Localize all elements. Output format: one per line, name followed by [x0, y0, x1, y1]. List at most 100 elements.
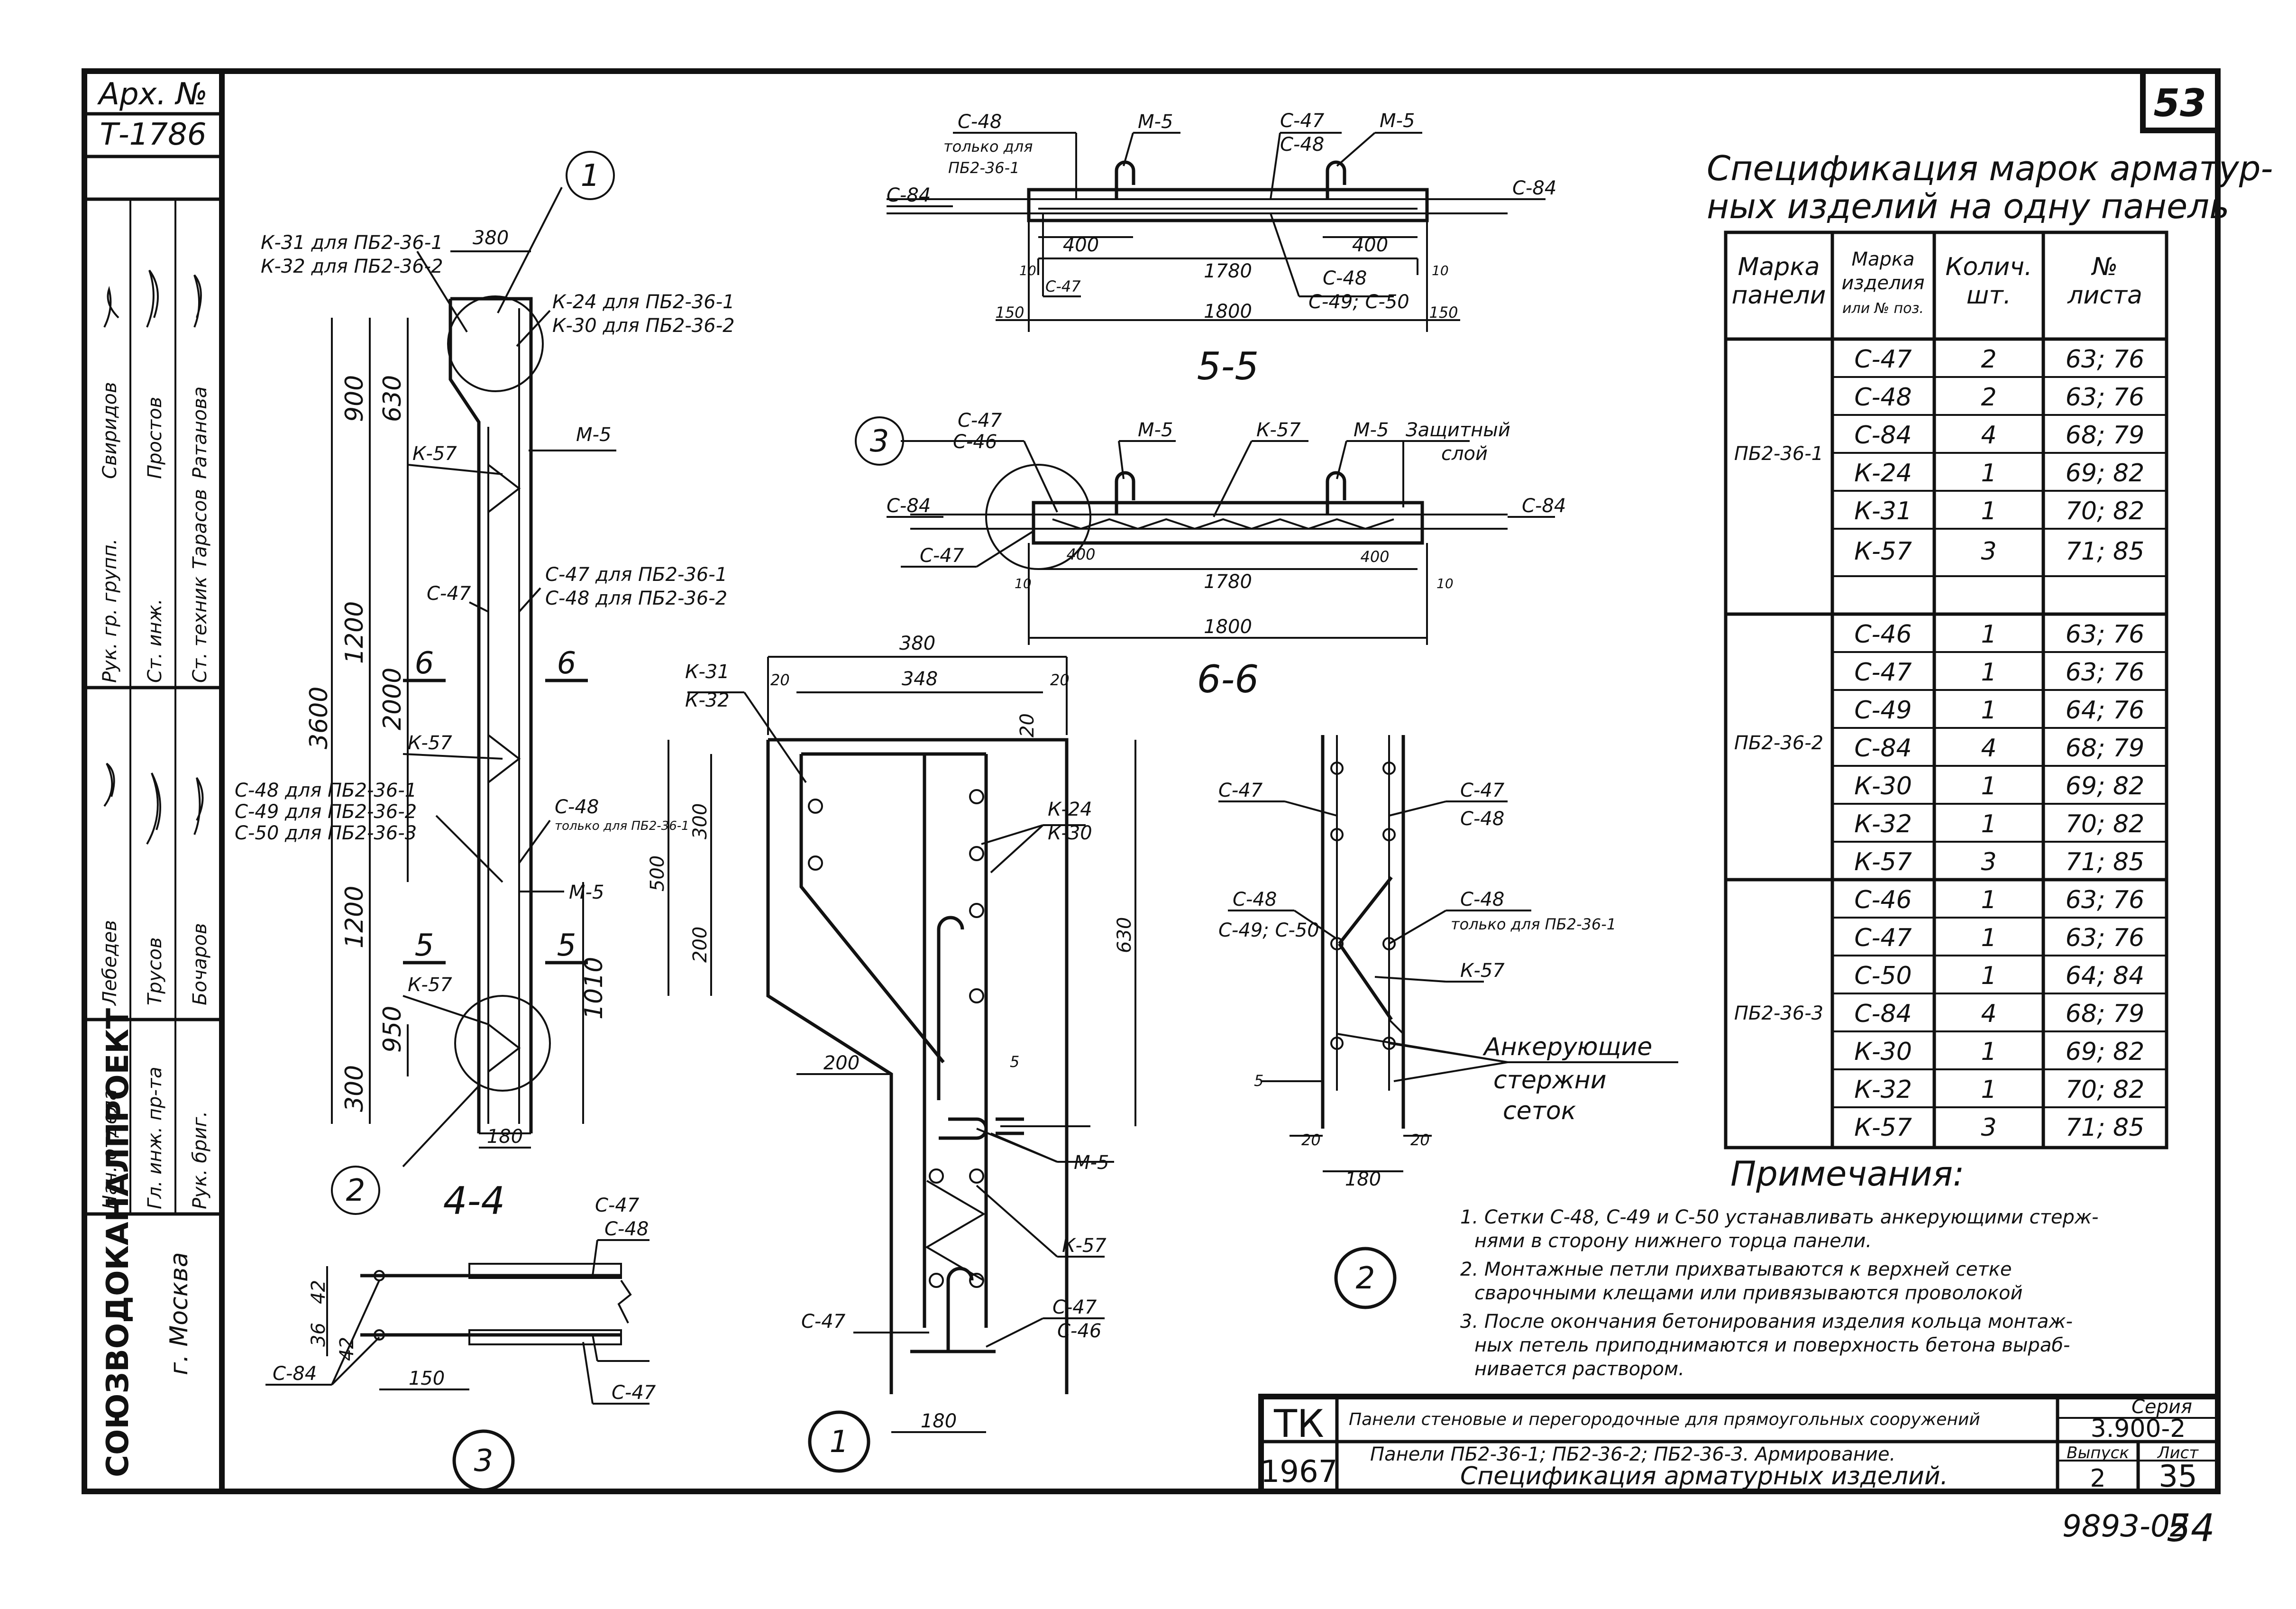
notes-heading: Примечания: [1730, 1154, 1964, 1194]
d2-note-anchor3: сеток [1503, 1097, 1576, 1125]
sheet-value: 35 [2159, 1459, 2197, 1494]
d2-note-c48-only: С-48 [1460, 889, 1504, 910]
spec-panel-1: ПБ2-36-1 [1734, 443, 1823, 465]
org-city: г. Москва [165, 1252, 193, 1375]
v44-dim-900: 900 [340, 375, 369, 422]
d3-label: 3 [474, 1444, 494, 1479]
g1r2-qty: 2 [1981, 383, 1996, 412]
title-line-2: Панели ПБ2-36-1; ПБ2-36-2; ПБ2-36-3. Арм… [1370, 1444, 1895, 1465]
g1r6-sheet: 71; 85 [2066, 537, 2144, 566]
v55-note-c47: С-47 [1280, 110, 1325, 132]
d2-dim-20a: 20 [1301, 1131, 1321, 1149]
spec-header-item: Марка [1851, 248, 1914, 270]
g2r4-sheet: 68; 79 [2066, 734, 2144, 763]
sheet-number-top: 53 [2153, 81, 2206, 125]
g2r3-qty: 1 [1981, 696, 1996, 725]
d1-dim-20a: 20 [770, 671, 790, 689]
v44-dim-630: 630 [378, 375, 407, 422]
d3-note-c47-bottom: С-47 [612, 1382, 656, 1404]
g2r7-sheet: 71; 85 [2066, 848, 2144, 876]
g1r4-sheet: 69; 82 [2066, 459, 2144, 487]
g1r5-mark: К-31 [1854, 497, 1912, 525]
d3-note-c84: С-84 [273, 1363, 317, 1385]
v44-dim-top: 380 [473, 227, 509, 249]
v55-note-c84-right: С-84 [1512, 177, 1556, 199]
view-6-6 [855, 416, 1555, 645]
g1r2-sheet: 63; 76 [2066, 383, 2144, 412]
g2r5-sheet: 69; 82 [2066, 772, 2144, 800]
view-4-4 [331, 151, 616, 1215]
sig-name-5: Лебедев [99, 920, 121, 1006]
v55-note-c49c50: С-49; С-50 [1308, 291, 1409, 313]
sig-role-7: Рук. бриг. [189, 1111, 211, 1209]
v44-note-c49-p2: С-49 для ПБ2-36-2 [235, 801, 417, 823]
g1r3-mark: С-84 [1854, 421, 1912, 450]
d1-note-c47-left: С-47 [801, 1311, 846, 1333]
v55-note-m5b: М-5 [1380, 110, 1415, 132]
d2-dim-180: 180 [1345, 1168, 1381, 1190]
v44-note-c50-p3: С-50 для ПБ2-36-3 [235, 822, 417, 844]
v44-dim-300: 300 [340, 1065, 369, 1112]
v44-note-k32: К-32 для ПБ2-36-2 [261, 256, 443, 277]
note-line-6: ных петель приподнимаются и поверхность … [1474, 1334, 2070, 1356]
v66-note-c47b: С-47 [920, 545, 964, 567]
g2r3-sheet: 64; 76 [2066, 696, 2144, 725]
v44-note-k31: К-31 для ПБ2-36-1 [261, 232, 443, 254]
note-line-5: 3. После окончания бетонирования изделия… [1460, 1311, 2073, 1333]
g3r1-sheet: 63; 76 [2066, 886, 2144, 914]
d2-dim-5: 5 [1254, 1072, 1263, 1090]
v44-note-m5b: М-5 [569, 882, 604, 903]
signature-roles: Рук. гр. групп. Ст. инж. Ст. техник Нач.… [99, 539, 211, 1209]
g3r5-sheet: 69; 82 [2066, 1038, 2144, 1066]
v44-note-c48-for: С-48 для ПБ2-36-2 [545, 588, 727, 609]
v44-callout-1: 1 [581, 158, 600, 193]
g2r1-qty: 1 [1981, 620, 1996, 649]
issue-value: 2 [2090, 1464, 2105, 1493]
v44-note-m5: М-5 [576, 424, 611, 446]
v66-dim-400b: 400 [1360, 548, 1389, 566]
g1r5-sheet: 70; 82 [2066, 497, 2144, 525]
v55-dim-1800: 1800 [1204, 301, 1252, 322]
g3r5-mark: К-30 [1854, 1038, 1912, 1066]
d1-note-m5: М-5 [1074, 1152, 1109, 1174]
v66-note-k57: К-57 [1256, 419, 1301, 441]
g3r6-qty: 1 [1981, 1076, 1996, 1104]
v44-cut-5-right: 5 [557, 928, 576, 963]
v66-label: 6-6 [1197, 657, 1259, 701]
g2r1-mark: С-46 [1854, 620, 1912, 649]
d3-dim-42a: 42 [308, 1280, 329, 1304]
v55-dim-400b: 400 [1352, 234, 1388, 256]
g3r5-qty: 1 [1981, 1038, 1996, 1066]
g2r7-qty: 3 [1981, 848, 1996, 876]
title-code: ТК [1273, 1402, 1324, 1446]
d1-note-k32: К-32 [685, 690, 730, 711]
detail-3 [265, 1239, 649, 1492]
spec-title-2: ных изделий на одну панель [1707, 186, 2230, 226]
signature-scribbles [103, 269, 204, 845]
g3r7-qty: 3 [1981, 1113, 1996, 1142]
v44-dim-bottom: 180 [487, 1126, 523, 1148]
v66-note-c84-left: С-84 [887, 495, 931, 517]
spec-panel-3: ПБ2-36-3 [1734, 1002, 1823, 1024]
d1-dim-630: 630 [1114, 917, 1135, 953]
g2r2-qty: 1 [1981, 658, 1996, 687]
g3r1-qty: 1 [1981, 886, 1996, 914]
g2r5-mark: К-30 [1854, 772, 1912, 800]
v55-note-c48c: С-48 [1323, 267, 1367, 289]
v44-label: 4-4 [443, 1179, 505, 1223]
v55-dim-400a: 400 [1063, 234, 1099, 256]
d3-dim-36: 36 [308, 1323, 329, 1347]
v55-dim-10b: 10 [1432, 263, 1449, 278]
v44-cut-6-right: 6 [557, 646, 576, 681]
v44-note-k57a: К-57 [412, 443, 457, 465]
g2r7-mark: К-57 [1854, 848, 1912, 876]
title-line-1: Панели стеновые и перегородочные для пря… [1349, 1410, 1980, 1429]
doc-code: 9893-02 [2062, 1509, 2189, 1544]
v55-note-c48: С-48 [958, 111, 1002, 133]
spec-header-panel-2: панели [1732, 281, 1826, 310]
series-label: Серия [2131, 1396, 2192, 1418]
v66-dim-1780: 1780 [1204, 571, 1252, 593]
g2r3-mark: С-49 [1854, 696, 1912, 725]
